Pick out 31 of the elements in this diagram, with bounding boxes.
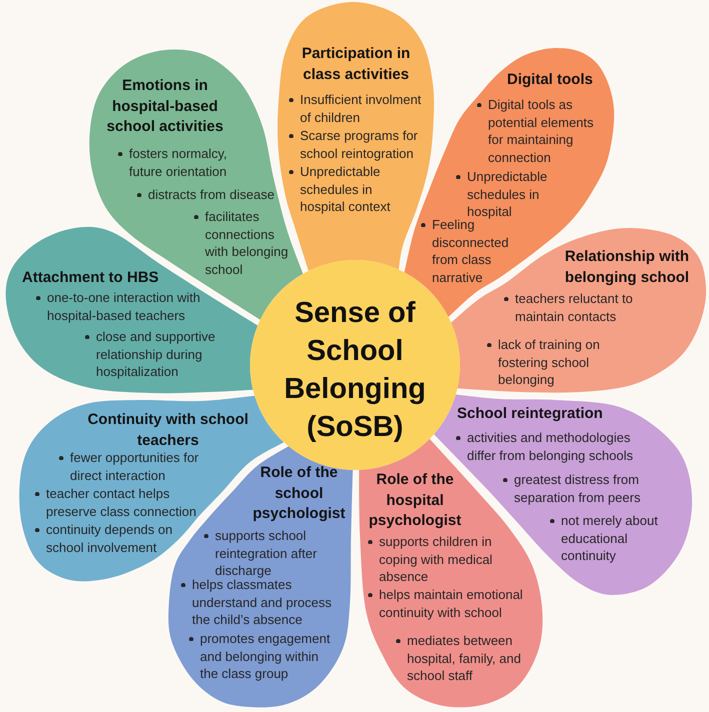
bullet-item: fewer opportunities for direct interaction — [70, 449, 200, 484]
bullet-item: teachers reluctant to maintain contacts — [515, 290, 634, 325]
petal-heading: Digital tools — [507, 70, 594, 90]
bullet-item: continuity depends on school involvement — [46, 521, 174, 556]
bullet-item: lack of training on fostering school belonging — [498, 336, 601, 388]
bullet-item: supports school reintegration after discharge — [215, 527, 318, 580]
bullet-item: Scarse programs for school reintogration — [300, 127, 419, 162]
petal-heading: Role of the hospital psychologist — [368, 470, 462, 531]
bullet-item: greatest distress from separation from peers — [514, 471, 642, 506]
bullet-item: fosters normalcy, future orientation — [129, 145, 228, 180]
bullet-item: close and supportive relationship during hospitalization — [96, 328, 216, 380]
bullet-item: mediates between hospital, family, and school staff — [407, 632, 522, 684]
petal-heading: Attachment to HBS — [22, 268, 160, 288]
petal-heading: Participation in class activities — [300, 44, 412, 84]
bullet-item: Unpredictable schedules in hospital — [467, 168, 548, 220]
petal-heading: Role of the school psychologist — [252, 463, 346, 524]
bullet-item: Feeling disconnected from class narrative — [432, 217, 509, 286]
bullet-item: Digital tools as potential elements for maintaining connection — [488, 96, 595, 166]
bullet-item: helps maintain emotional continuity with school — [379, 586, 524, 621]
bullet-item: distracts from disease — [148, 186, 276, 204]
center-title: Sense of School Belonging (SoSB) — [283, 296, 427, 445]
bullet-item: not merely about educational continuity — [561, 512, 659, 564]
bullet-item: facilitates connections with belonging school — [205, 208, 290, 278]
petal-heading: Emotions in hospital-based school activities — [106, 76, 224, 137]
petal-heading: Relationship with belonging school — [564, 247, 690, 288]
bullet-item: Unpredictable schedules in hospital context — [300, 163, 392, 216]
bullet-item: Insufficient involment of children — [300, 91, 422, 126]
petal-heading: Continuity with school teachers — [86, 410, 250, 450]
bullet-item: promotes engagement and belonging within the class group — [200, 630, 332, 682]
bullet-item: activities and methodologies differ from belonging schools — [467, 429, 634, 464]
petal-heading: School reintegration — [457, 404, 604, 424]
